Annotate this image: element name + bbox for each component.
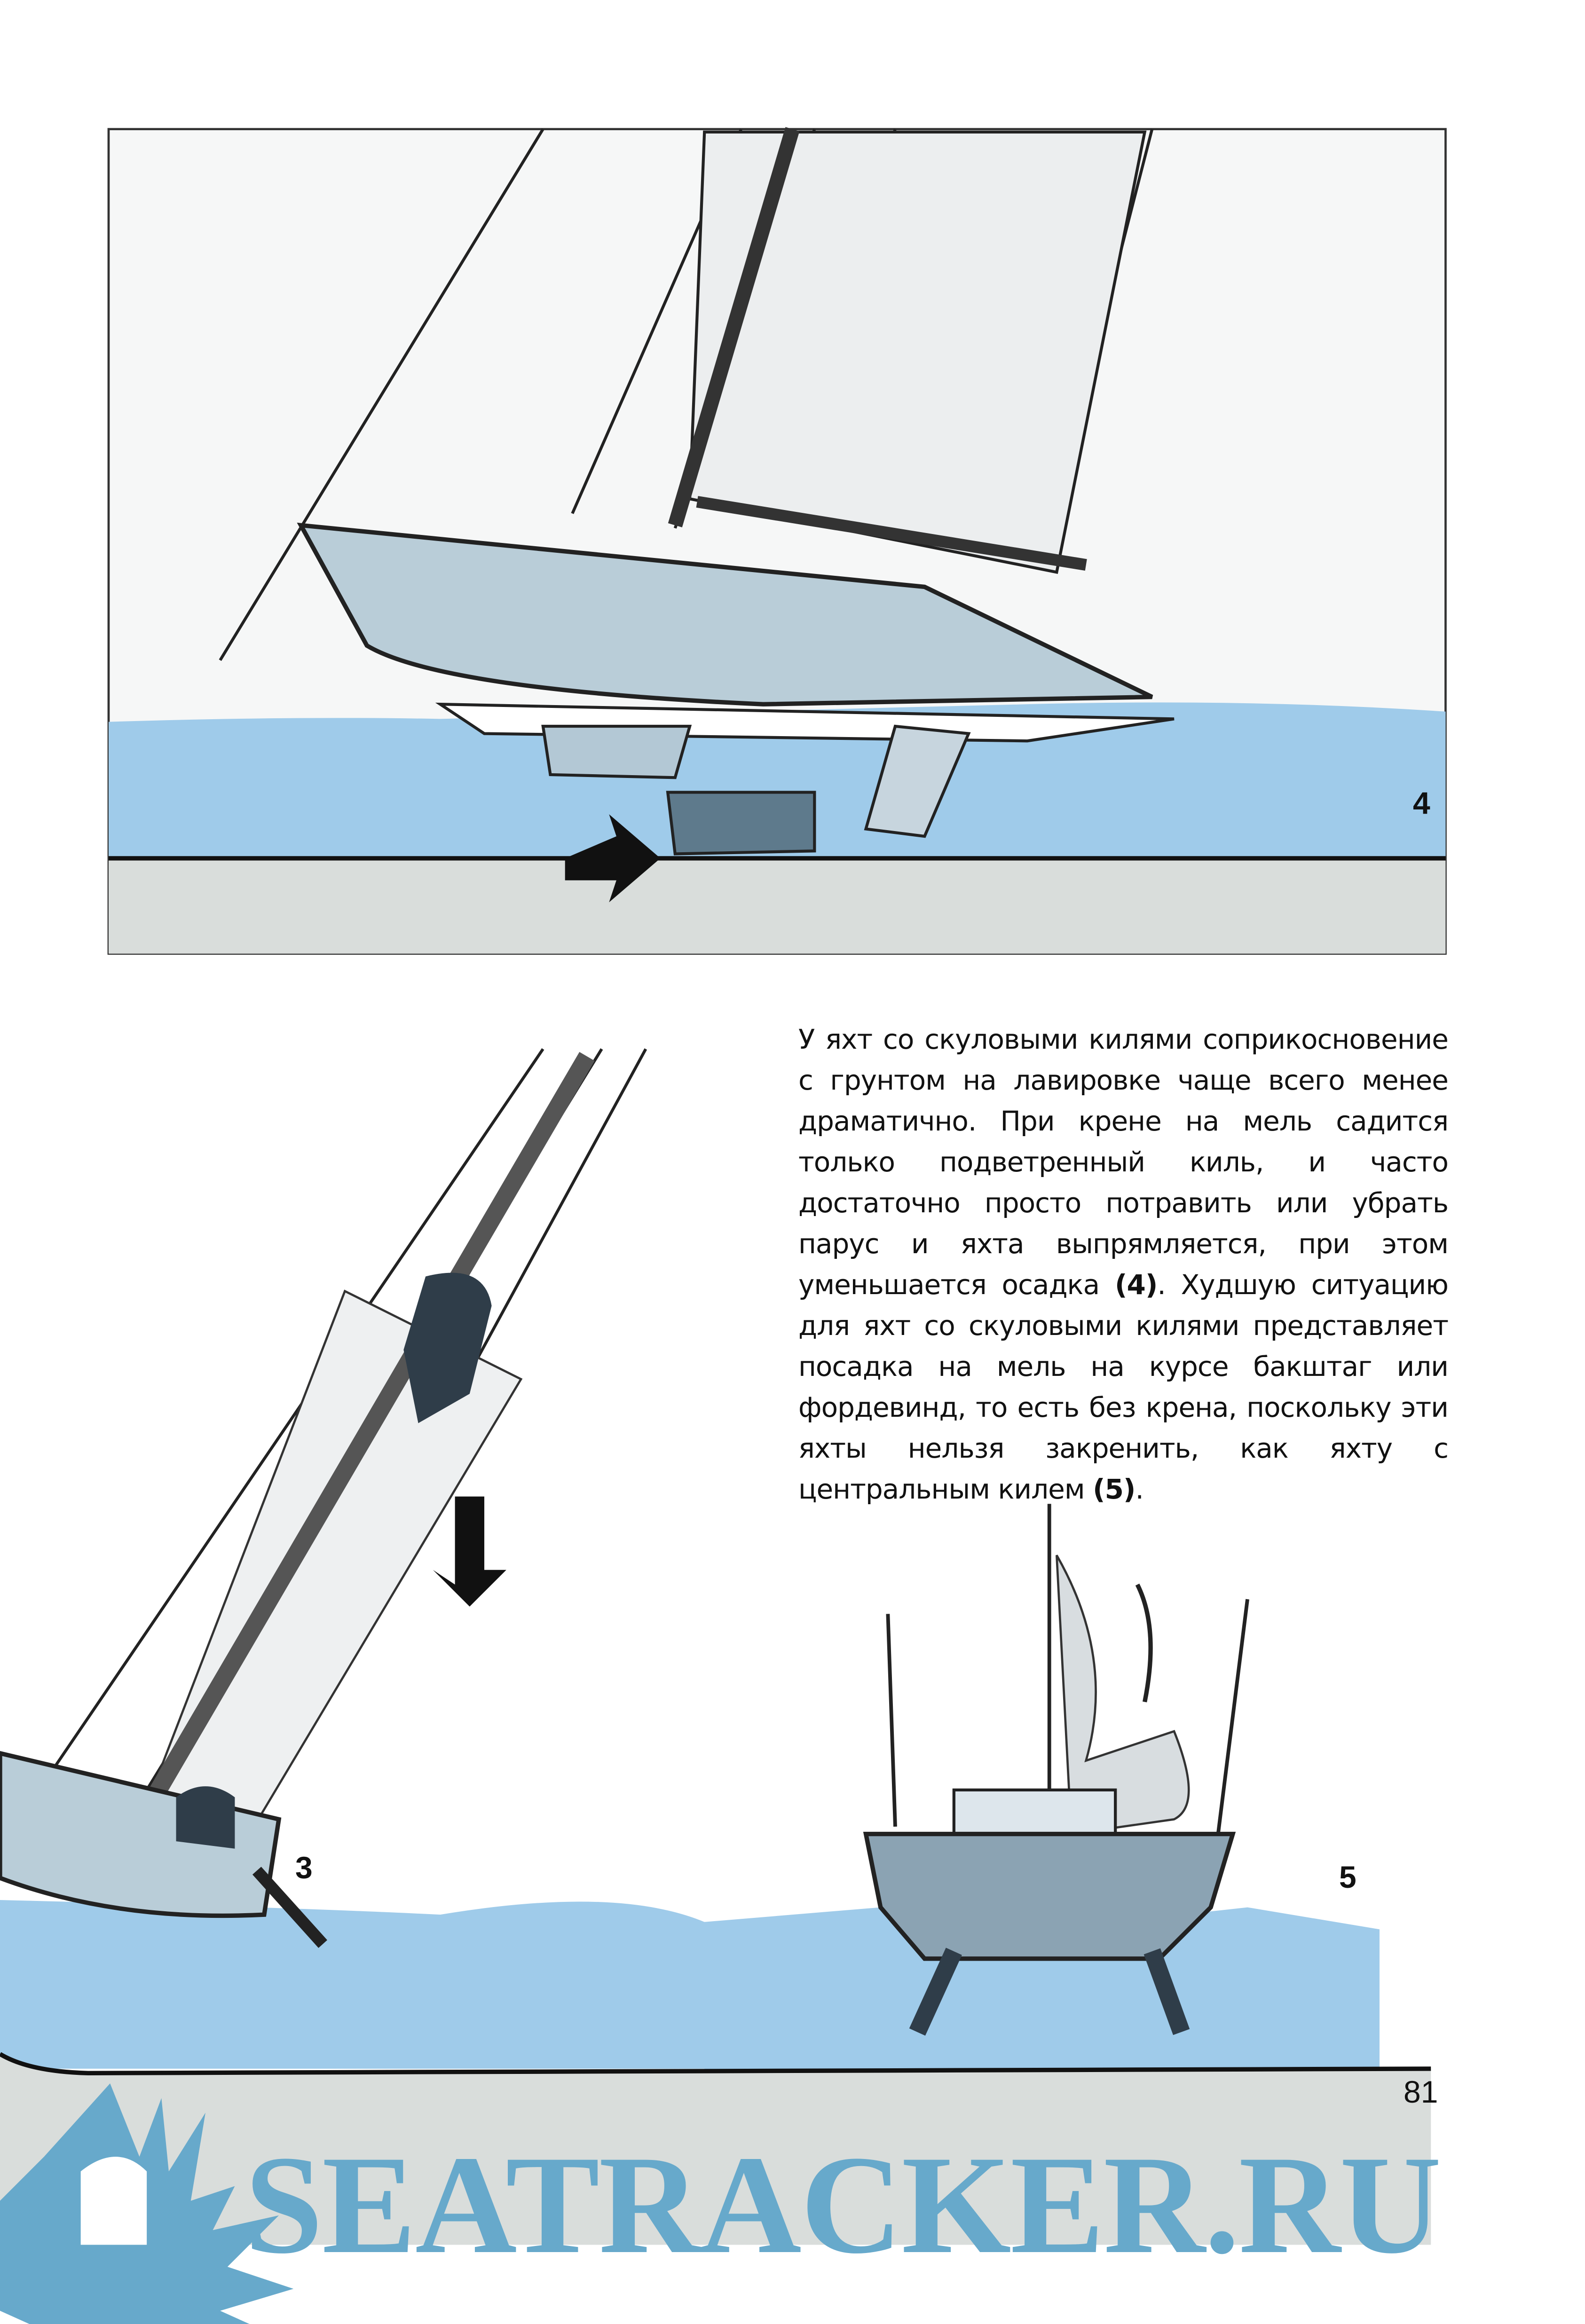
watermark-sun-logo — [0, 2083, 294, 2324]
figure-ref-5: (5) — [1093, 1473, 1136, 1505]
figure-4-bilge-keel-heeled — [107, 127, 1447, 955]
figure-ref-4: (4) — [1114, 1269, 1158, 1301]
figure-label-3: 3 — [295, 1850, 313, 1885]
body-paragraph: У яхт со скуловыми килями соприкосновени… — [798, 1019, 1449, 1510]
figure-3-crew-on-boom — [0, 1048, 844, 2069]
figure-label-5: 5 — [1339, 1860, 1356, 1894]
seabed-bottom — [0, 2052, 1431, 2245]
watermark-text: SEATRACKER.RU — [244, 2127, 1442, 2283]
page-number: 81 — [1404, 2074, 1438, 2109]
figure-5-bilge-keel-upright — [704, 1504, 1380, 2084]
paragraph-text: . — [1135, 1473, 1143, 1505]
paragraph-text: У яхт со скуловыми килями соприкосновени… — [798, 1023, 1449, 1301]
paragraph-text: . Худшую ситуацию для яхт со скуловыми к… — [798, 1269, 1449, 1505]
figure-label-4: 4 — [1413, 785, 1430, 820]
